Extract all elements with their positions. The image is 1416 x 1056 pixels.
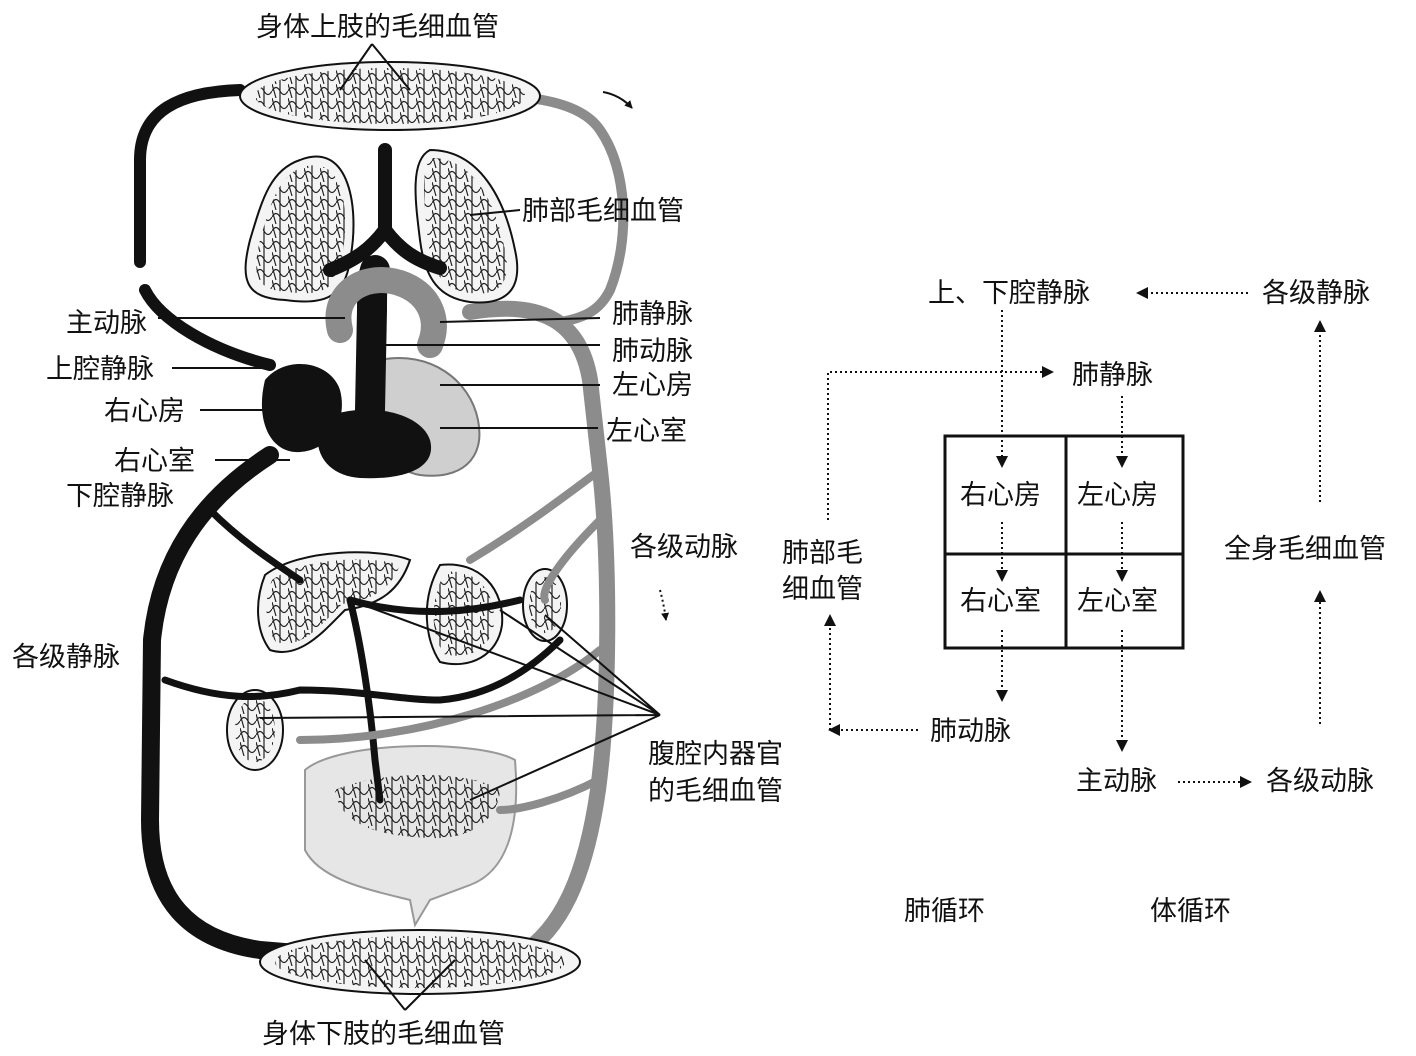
label-upper-limb-capillaries: 身体上肢的毛细血管 [256,12,499,43]
flow-left-ventricle: 左心室 [1077,586,1158,617]
label-abdominal-capillaries-2: 的毛细血管 [648,776,783,807]
flow-aorta: 主动脉 [1076,766,1157,797]
label-right-atrium: 右心房 [104,396,185,427]
flow-lung-capillaries-line1: 肺部毛 [782,538,863,569]
label-veins-all-levels: 各级静脉 [12,642,120,673]
superior-vena-cava-vessel [145,290,270,365]
label-pulmonary-vein: 肺静脉 [612,299,693,330]
flow-right-atrium: 右心房 [960,480,1041,511]
flow-veins-all-levels: 各级静脉 [1262,278,1370,309]
label-superior-vena-cava: 上腔静脉 [46,354,154,385]
upper-limb-mesh [255,68,525,124]
label-lower-limb-capillaries: 身体下肢的毛细血管 [262,1019,505,1050]
flow-right-ventricle: 右心室 [960,586,1041,617]
label-aorta: 主动脉 [66,308,147,339]
flow-arrow-top [603,92,632,108]
lower-limb-mesh [275,936,565,988]
label-right-ventricle: 右心室 [114,446,195,477]
flow-pulmonary-vein: 肺静脉 [1072,360,1153,391]
flow-vena-cava: 上、下腔静脉 [928,278,1090,309]
flow-left-atrium: 左心房 [1077,480,1158,511]
circulation-flowchart: 上、下腔静脉 各级静脉 肺静脉 肺部毛 细血管 右心房 左心房 右心室 左心室 … [782,278,1386,927]
flow-pulmonary-artery: 肺动脉 [930,716,1011,747]
anatomy-diagram: 身体上肢的毛细血管 肺部毛细血管 主动脉 上腔静脉 右心房 右心室 下腔静脉 肺… [12,12,783,1050]
flow-arteries-all-levels: 各级动脉 [1266,766,1374,797]
flow-arrow-artery [660,590,666,620]
kidney-mesh [235,698,275,762]
flow-lung-capillaries-line2: 细血管 [782,574,863,605]
upper-vein-arch [140,90,240,262]
label-left-ventricle: 左心室 [606,416,687,447]
flow-pulmonary-circulation: 肺循环 [904,896,985,927]
label-lung-capillaries: 肺部毛细血管 [522,196,684,227]
label-left-atrium: 左心房 [612,370,693,401]
label-arteries-all-levels: 各级动脉 [630,532,738,563]
label-abdominal-capillaries-1: 腹腔内器官 [648,739,783,770]
label-pulmonary-artery: 肺动脉 [612,336,693,367]
flow-body-capillaries: 全身毛细血管 [1224,534,1386,565]
label-inferior-vena-cava: 下腔静脉 [66,481,174,512]
flow-systemic-circulation: 体循环 [1150,896,1231,927]
